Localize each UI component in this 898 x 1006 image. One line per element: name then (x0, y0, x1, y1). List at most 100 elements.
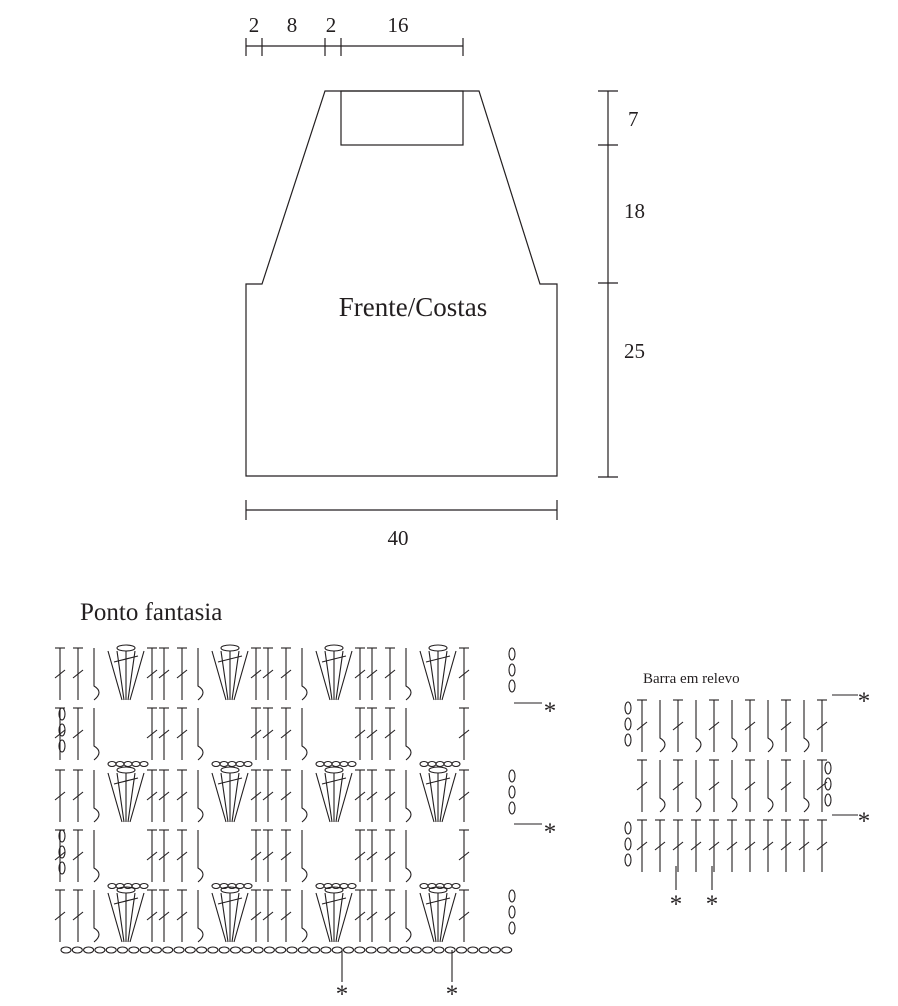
treble-stitch-bar (146, 791, 158, 801)
chain-stitch (824, 793, 832, 807)
fan-stitch-post (129, 892, 145, 943)
relief-stitch (301, 648, 308, 701)
treble-stitch-bar (458, 791, 470, 801)
chain-stitch (184, 946, 196, 954)
fan-stitch-post (335, 650, 344, 701)
relief-stitch (197, 648, 204, 701)
treble-stitch-bar (780, 841, 792, 851)
relief-stitch (301, 770, 308, 823)
side-dimension-line (598, 90, 618, 478)
chain-stitch (324, 644, 344, 652)
chain-stitch (451, 760, 461, 768)
fan-stitch-post (419, 772, 435, 823)
chain-stitch (422, 946, 434, 954)
treble-stitch-bar (384, 851, 396, 861)
treble-stitch-bar (726, 841, 738, 851)
treble-stitch-bar (636, 721, 648, 731)
chain-stitch (443, 760, 453, 768)
chain-stitch (376, 946, 388, 954)
chain-stitch (220, 766, 240, 774)
fan-stitch-post (107, 650, 123, 701)
fan-stitch-post (107, 772, 123, 823)
treble-stitch-bar (280, 669, 292, 679)
chain-stitch (243, 882, 253, 890)
dim-side-1: 7 (628, 107, 639, 131)
chain-stitch (428, 766, 448, 774)
relief-stitch (197, 770, 204, 823)
relief-stitch (197, 830, 204, 883)
chain-stitch (320, 946, 332, 954)
treble-stitch-bar (708, 781, 720, 791)
treble-stitch-bar (176, 851, 188, 861)
fan-stitch-post (428, 772, 437, 823)
treble-stitch-bar (762, 841, 774, 851)
treble-stitch-bar (384, 729, 396, 739)
fan-stitch-post (419, 650, 435, 701)
fan-stitch-bar (321, 897, 347, 905)
neckline (340, 90, 464, 146)
chain-stitch (347, 760, 357, 768)
treble-stitch-bar (744, 781, 756, 791)
treble-stitch-bar (158, 851, 170, 861)
fan-stitch-post (116, 772, 125, 823)
chain-stitch (455, 946, 468, 954)
treble-stitch-bar (262, 791, 274, 801)
chain-stitch (139, 760, 149, 768)
chain-stitch (624, 717, 632, 731)
chain-stitch (116, 644, 136, 652)
chain-stitch (139, 946, 151, 954)
fan-stitch-post (439, 772, 448, 823)
garment-schematic (245, 38, 618, 520)
treble-stitch-bar (354, 791, 366, 801)
chain-stitch (508, 921, 516, 935)
chain-stitch (824, 777, 832, 791)
top-dimension-line (245, 38, 464, 56)
fan-stitch-post (428, 650, 437, 701)
fan-stitch-post (211, 892, 227, 943)
chain-stitch (324, 766, 344, 774)
treble-stitch-bar (690, 841, 702, 851)
relief-stitch (405, 890, 412, 943)
treble-stitch-bar (146, 911, 158, 921)
barra-em-relevo-marker-1: * (858, 688, 871, 715)
treble-stitch-bar (72, 851, 84, 861)
chain-stitch (508, 647, 516, 661)
relief-stitch (301, 890, 308, 943)
fan-stitch-post (127, 772, 136, 823)
width-dimension-line (245, 500, 558, 520)
fan-stitch-post (335, 892, 344, 943)
fan-stitch-bar (425, 655, 451, 663)
fan-stitch-post (127, 650, 136, 701)
relief-stitch (767, 760, 774, 813)
treble-stitch-bar (176, 729, 188, 739)
chain-stitch (243, 760, 253, 768)
barra-em-relevo-title: Barra em relevo (643, 671, 740, 687)
fan-stitch-post (107, 892, 123, 943)
chain-stitch (235, 760, 245, 768)
treble-stitch-bar (54, 669, 66, 679)
fan-stitch-bar (217, 655, 243, 663)
relief-stitch (405, 648, 412, 701)
ponto-fantasia-marker-4: * (446, 981, 459, 1006)
treble-stitch-bar (672, 721, 684, 731)
fan-stitch-post (337, 650, 353, 701)
fan-stitch-post (231, 650, 240, 701)
chain-stitch (58, 739, 66, 753)
treble-stitch-bar (72, 729, 84, 739)
chain-stitch (58, 861, 66, 875)
chain-stitch (105, 946, 117, 954)
chain-stitch (428, 644, 448, 652)
fan-stitch-post (233, 892, 249, 943)
chain-stitch (211, 760, 221, 768)
chain-stitch (229, 946, 242, 954)
treble-stitch-bar (798, 841, 810, 851)
chain-stitch (508, 785, 516, 799)
fan-stitch-post (129, 772, 145, 823)
ponto-fantasia-marker-3: * (336, 981, 349, 1006)
treble-stitch-bar (458, 911, 470, 921)
barra-em-relevo-marker-3: * (670, 891, 683, 918)
fan-stitch-bar (425, 777, 451, 785)
chain-stitch (624, 701, 632, 715)
treble-stitch-bar (672, 781, 684, 791)
treble-stitch-bar (158, 669, 170, 679)
